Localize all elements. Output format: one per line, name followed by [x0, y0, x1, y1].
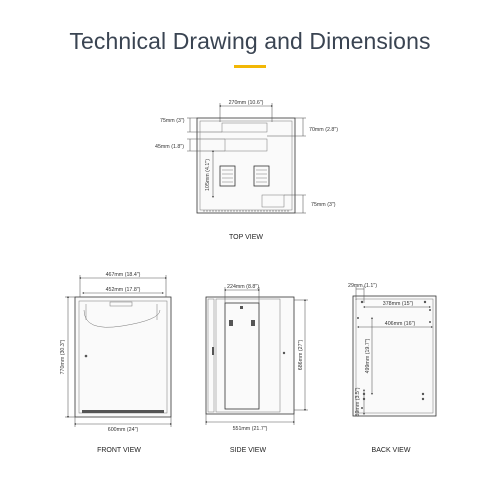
- top-dim-vertical: 105mm (4.1"): [205, 159, 211, 191]
- side-view-caption: SIDE VIEW: [230, 447, 267, 454]
- hinge-bracket: [261, 194, 285, 208]
- back-view: 29mm (1.1") 378mm (15") 406mm (16") 499m…: [348, 283, 437, 454]
- side-view: 224mm (8.8") 686mm (27") 551mm (21.7") S…: [204, 284, 308, 454]
- top-dim-right-top: 70mm (2.8"): [309, 127, 338, 133]
- title-accent-bar: [234, 65, 266, 68]
- top-view-caption: TOP VIEW: [229, 234, 263, 241]
- back-dim-mid2: 406mm (16"): [385, 321, 416, 327]
- front-dim-height: 770mm (30.3"): [60, 339, 66, 374]
- back-dim-mid1: 378mm (15"): [383, 301, 414, 307]
- top-dim-right-bottom: 75mm (3"): [311, 202, 336, 208]
- back-panel-inner: [355, 298, 434, 414]
- side-dim-top: 224mm (8.8"): [227, 284, 259, 290]
- fan-grid-left: [219, 165, 236, 187]
- front-view-caption: FRONT VIEW: [97, 447, 141, 454]
- top-dim-left: 45mm (1.8"): [155, 144, 184, 150]
- fan-grid-right: [253, 165, 270, 187]
- top-dim-left-top: 75mm (3"): [160, 118, 185, 124]
- page-title: Technical Drawing and Dimensions: [69, 28, 431, 54]
- front-dim-top: 467mm (18.4"): [106, 272, 141, 278]
- side-handle: [212, 347, 214, 355]
- top-view: 270mm (10.6") 75mm (3") 45mm (1.8") 70mm…: [155, 100, 338, 241]
- back-dim-top: 29mm (1.1"): [348, 283, 377, 289]
- side-panel: [215, 298, 281, 413]
- top-slot: [221, 122, 268, 133]
- back-view-caption: BACK VIEW: [372, 447, 411, 454]
- top-view-inner: [199, 120, 293, 211]
- front-dim-width: 600mm (24"): [108, 427, 139, 433]
- side-center-duct: [224, 302, 260, 410]
- front-dim-inner: 452mm (17.8"): [106, 287, 141, 293]
- front-view: 467mm (18.4") 452mm (17.8") 770mm (30.3"…: [60, 272, 173, 454]
- side-dim-width: 551mm (21.7"): [233, 426, 268, 432]
- front-top-panel: [83, 309, 161, 328]
- back-view-outline: [352, 295, 437, 417]
- back-dim-vert1: 499mm (19.7"): [365, 338, 371, 373]
- front-bottom-vent: [82, 410, 164, 413]
- cable-opening: [224, 138, 268, 152]
- door-lock: [84, 354, 88, 358]
- top-dim-width: 270mm (10.6"): [229, 100, 264, 106]
- back-dim-vert2: 89mm (3.5"): [355, 387, 361, 416]
- front-view-outline: [74, 296, 172, 418]
- side-dim-height: 686mm (27"): [298, 340, 304, 371]
